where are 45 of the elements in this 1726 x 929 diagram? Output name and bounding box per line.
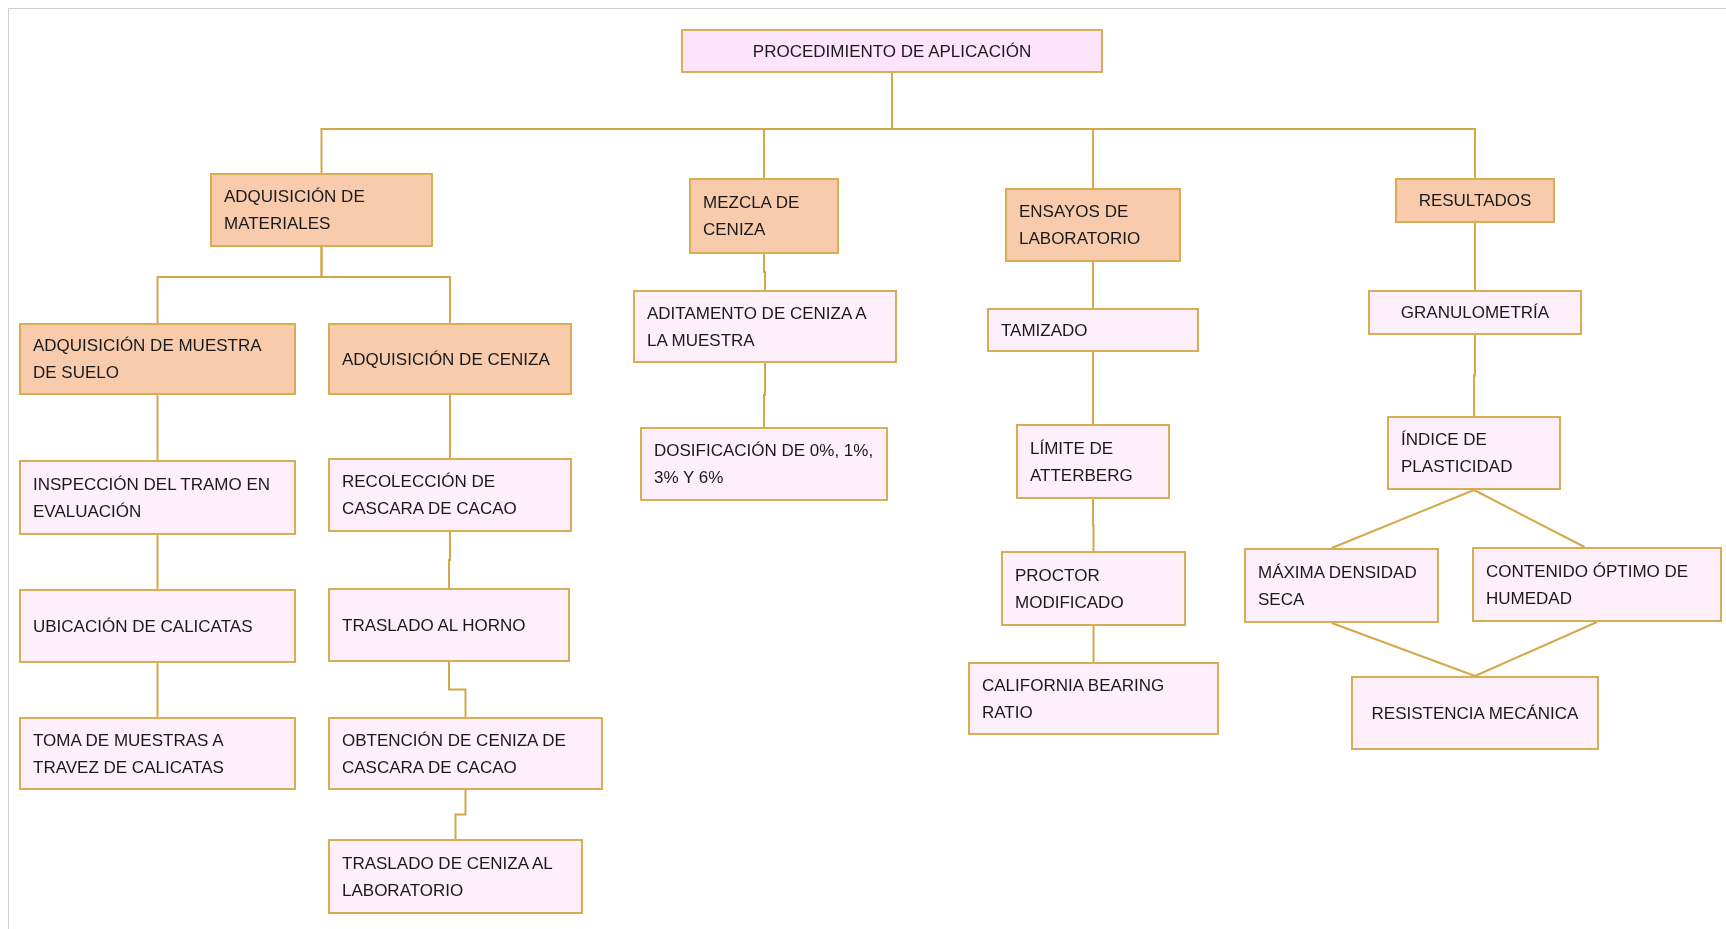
step-box: TAMIZADO — [987, 308, 1199, 352]
step-box: PROCTOR MODIFICADO — [1001, 551, 1186, 626]
step-box: RESISTENCIA MECÁNICA — [1351, 676, 1599, 750]
step-box: ÍNDICE DE PLASTICIDAD — [1387, 416, 1561, 490]
connector-line — [448, 661, 467, 718]
step-box: RECOLECCIÓN DE CASCARA DE CACAO — [328, 458, 572, 532]
connector-line — [448, 531, 451, 589]
connector-line — [1092, 498, 1095, 552]
category-box: ADQUISICIÓN DE CENIZA — [328, 323, 572, 395]
step-box: DOSIFICACIÓN DE 0%, 1%, 3% Y 6% — [640, 427, 888, 501]
step-box: TRASLADO DE CENIZA AL LABORATORIO — [328, 839, 583, 914]
connector-line — [320, 246, 451, 324]
step-box: LÍMITE DE ATTERBERG — [1016, 424, 1170, 499]
title-box: PROCEDIMIENTO DE APLICACIÓN — [681, 29, 1103, 73]
connector-line — [156, 534, 159, 590]
step-box: INSPECCIÓN DEL TRAMO EN EVALUACIÓN — [19, 460, 296, 535]
connector-line — [1473, 334, 1476, 417]
connector-line — [1330, 622, 1476, 677]
connector-line — [763, 362, 766, 428]
connector-line — [454, 789, 467, 840]
connector-line — [1092, 261, 1094, 309]
connector-line — [1092, 351, 1094, 425]
step-box: ADITAMENTO DE CENIZA A LA MUESTRA — [633, 290, 897, 363]
connector-line — [1092, 625, 1095, 663]
category-box: ADQUISICIÓN DE MATERIALES — [210, 173, 433, 247]
connector-line — [1330, 489, 1475, 549]
step-box: CALIFORNIA BEARING RATIO — [968, 662, 1219, 735]
step-box: UBICACIÓN DE CALICATAS — [19, 589, 296, 663]
connector-line — [763, 253, 766, 291]
category-box: RESULTADOS — [1395, 178, 1555, 223]
step-box: TOMA DE MUESTRAS A TRAVEZ DE CALICATAS — [19, 717, 296, 790]
connector-line — [156, 662, 159, 718]
category-box: ADQUISICIÓN DE MUESTRA DE SUELO — [19, 323, 296, 395]
connector-line — [1474, 621, 1598, 677]
step-box: CONTENIDO ÓPTIMO DE HUMEDAD — [1472, 547, 1722, 622]
step-box: TRASLADO AL HORNO — [328, 588, 570, 662]
connector-line — [156, 394, 159, 461]
category-box: ENSAYOS DE LABORATORIO — [1005, 188, 1181, 262]
step-box: MÁXIMA DENSIDAD SECA — [1244, 548, 1439, 623]
step-box: GRANULOMETRÍA — [1368, 290, 1582, 335]
connector-line — [449, 394, 451, 459]
connector-line — [1473, 489, 1586, 548]
category-box: MEZCLA DE CENIZA — [689, 178, 839, 254]
connector-line — [1474, 222, 1476, 291]
step-box: OBTENCIÓN DE CENIZA DE CASCARA DE CACAO — [328, 717, 603, 790]
